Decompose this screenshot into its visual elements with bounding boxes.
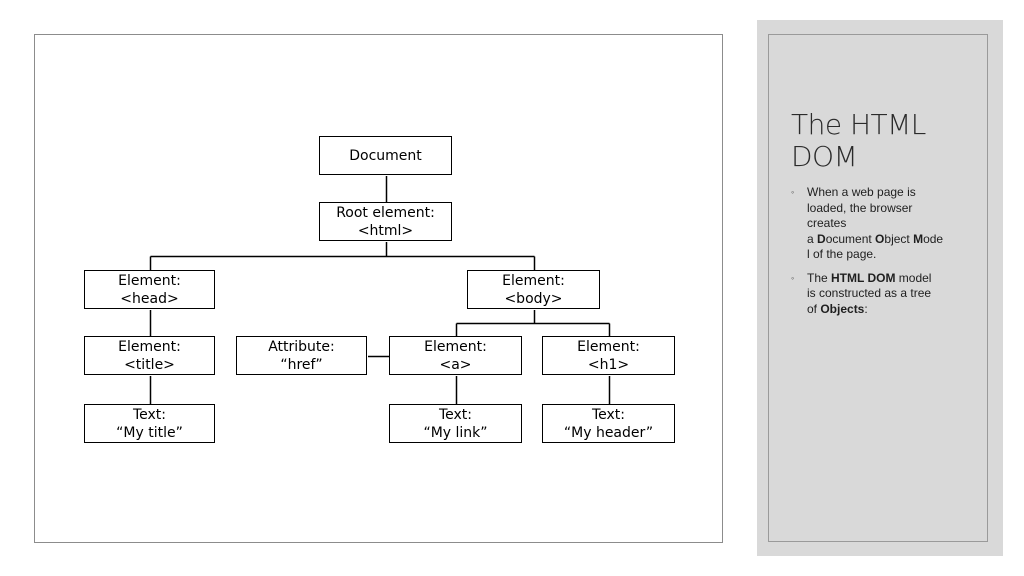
bullet1-d: D	[817, 231, 826, 246]
node-title-line1: Element:	[118, 338, 181, 355]
node-body-line1: Element:	[502, 272, 565, 289]
bullet-item-1: ◦ When a web page is loaded, the browser…	[791, 185, 969, 263]
diagram-frame: Document Root element: <html> Element: <…	[34, 34, 723, 543]
bullet1-ocument: ocument	[825, 231, 876, 246]
bullet2-model: model	[895, 270, 932, 285]
bullet1-m: M	[913, 231, 924, 246]
bullet1-bject: bject	[884, 231, 914, 246]
node-root-line2: <html>	[357, 222, 414, 239]
node-document-line1: Document	[349, 147, 422, 164]
node-text-link: Text: “My link”	[389, 404, 522, 443]
node-text-link-line2: “My link”	[423, 424, 488, 441]
bullet2-line2: is constructed as a tree	[807, 286, 932, 300]
node-text-link-line1: Text:	[438, 406, 473, 423]
node-body-line2: <body>	[504, 290, 563, 307]
bullet-item-2: ◦ The HTML DOM model is constructed as a…	[791, 271, 969, 318]
node-a: Element: <a>	[389, 336, 522, 375]
bullet2-colon: :	[864, 301, 868, 316]
bullet-marker-icon: ◦	[791, 187, 795, 197]
bullet1-line5: l of the page.	[807, 247, 877, 261]
slide-title: The HTML DOM	[791, 109, 981, 173]
bullet1-line2: loaded, the browser	[807, 200, 913, 215]
bullet2-the: The	[807, 270, 832, 285]
bullet1-o: O	[875, 231, 885, 246]
side-panel: The HTML DOM ◦ When a web page is loaded…	[757, 20, 1003, 556]
node-root-line1: Root element:	[336, 204, 435, 221]
node-a-line1: Element:	[424, 338, 487, 355]
node-head-line2: <head>	[120, 290, 179, 307]
node-body: Element: <body>	[467, 270, 600, 309]
node-text-title-line1: Text:	[132, 406, 167, 423]
node-text-header-line2: “My header”	[563, 424, 654, 441]
node-h1: Element: <h1>	[542, 336, 675, 375]
bullet1-line4-prefix: a	[807, 231, 818, 246]
node-attribute: Attribute: “href”	[236, 336, 367, 375]
node-root: Root element: <html>	[319, 202, 452, 241]
node-h1-line1: Element:	[577, 338, 640, 355]
bullet-list: ◦ When a web page is loaded, the browser…	[791, 185, 969, 325]
slide-title-line2: DOM	[791, 140, 858, 173]
node-text-header-line1: Text:	[591, 406, 626, 423]
bullet2-html-dom: HTML DOM	[831, 270, 896, 285]
bullet2-of: of	[807, 301, 821, 316]
node-text-header: Text: “My header”	[542, 404, 675, 443]
bullet1-line3: creates	[807, 216, 847, 230]
node-text-title-line2: “My title”	[116, 424, 183, 441]
node-attribute-line2: “href”	[280, 356, 323, 373]
node-head: Element: <head>	[84, 270, 215, 309]
bullet-marker-icon: ◦	[791, 272, 795, 283]
node-document: Document	[319, 136, 452, 175]
node-a-line2: <a>	[439, 356, 472, 373]
slide-title-line1: The HTML	[791, 108, 926, 141]
node-attribute-line1: Attribute:	[268, 338, 335, 355]
tree-connectors	[149, 176, 611, 405]
node-head-line1: Element:	[118, 272, 181, 289]
bullet1-line1: When a web page is	[807, 185, 916, 199]
bullet1-ode: ode	[923, 231, 944, 246]
bullet2-objects: Objects	[820, 301, 865, 316]
side-panel-frame: The HTML DOM ◦ When a web page is loaded…	[768, 34, 988, 542]
node-h1-line2: <h1>	[587, 356, 630, 373]
node-text-title: Text: “My title”	[84, 404, 215, 443]
node-title: Element: <title>	[84, 336, 215, 375]
node-title-line2: <title>	[124, 356, 175, 373]
